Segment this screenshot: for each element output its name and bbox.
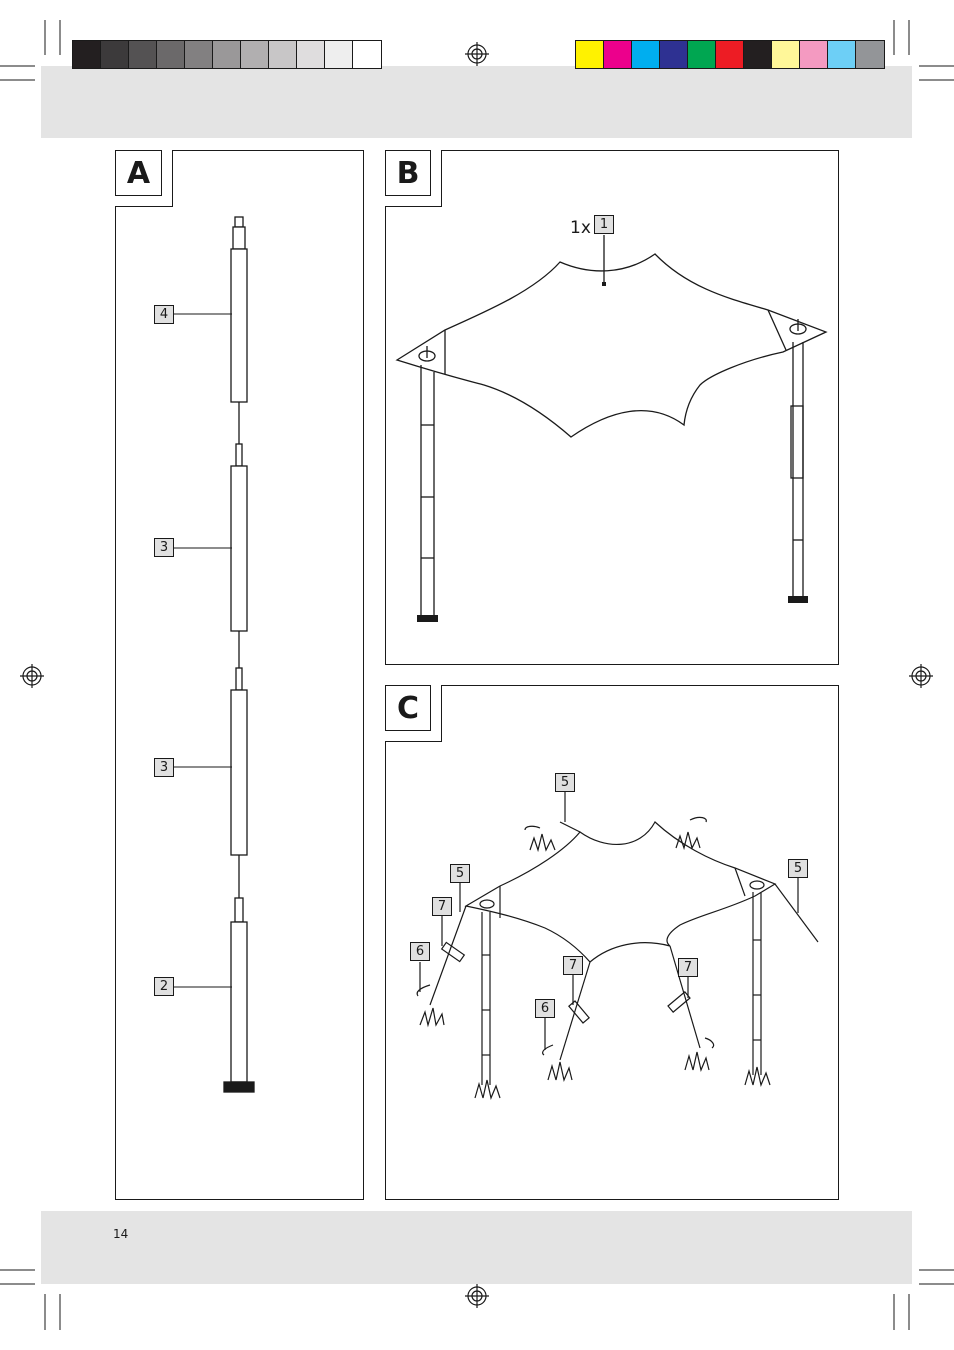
part-label-5: 5 [788,859,808,878]
part-label-5: 5 [450,864,470,883]
part-label-7: 7 [563,956,583,975]
part-label-5: 5 [555,773,575,792]
part-label-7: 7 [678,958,698,977]
page-number: 14 [113,1227,128,1241]
part-label-6: 6 [535,999,555,1018]
part-label-6: 6 [410,942,430,961]
part-label-7: 7 [432,897,452,916]
